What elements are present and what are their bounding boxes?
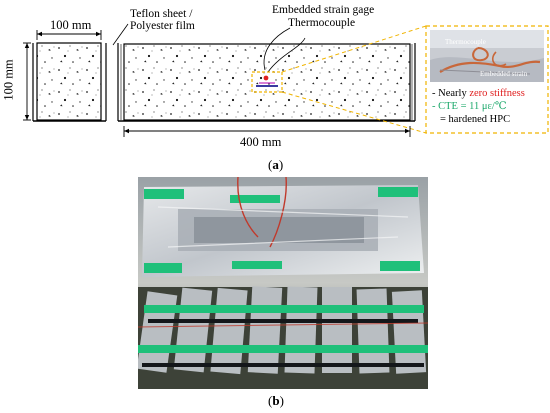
caption-a-close: ) (278, 157, 284, 172)
teflon-leader-line (112, 23, 129, 46)
caption-b-close: ) (279, 393, 284, 408)
caption-b: (b) (268, 394, 284, 408)
caption-a: (a) (268, 158, 283, 172)
panel-a-diagram (23, 23, 549, 137)
inset-photo-label-thermocouple: Thermocouple (445, 38, 486, 46)
inset-note-stiffness-prefix: - Nearly (432, 88, 470, 99)
teflon-label-line2: Polyester film (130, 20, 195, 32)
teflon-label-line1: Teflon sheet / (130, 8, 193, 20)
dim-width-small-label: 100 mm (50, 18, 92, 32)
thermocouple-label: Thermocouple (288, 17, 356, 29)
long-specimen (117, 43, 416, 122)
inset-note-hpc: = hardened HPC (440, 114, 511, 125)
inset-note-stiffness: - Nearly zero stiffness (432, 88, 525, 100)
dim-height-arrow (23, 42, 31, 121)
inset-note-stiffness-highlight: zero stiffness (469, 88, 525, 99)
inset-photo-label-strain: Embedded strain (480, 70, 528, 78)
caption-a-letter: a (272, 157, 279, 172)
cross-section-specimen (32, 42, 107, 122)
inset-connector-lines (281, 25, 427, 134)
dim-height-label: 100 mm (1, 59, 16, 101)
panel-b-photo (138, 177, 428, 389)
caption-b-open: ( (268, 393, 273, 408)
dim-width-small-arrow (36, 30, 102, 40)
inset-photo (430, 30, 544, 82)
caption-b-letter: b (272, 393, 280, 408)
caption-a-open: ( (268, 157, 273, 172)
gage-label: Embedded strain gage (272, 4, 375, 16)
specimen-rows (138, 286, 428, 389)
dim-length-arrow (123, 126, 411, 137)
strain-gage-icon (251, 71, 283, 93)
inset-note-cte: - CTE = 11 με/℃ (432, 101, 507, 112)
dim-length-label: 400 mm (240, 135, 282, 149)
gage-leader-lines (263, 27, 306, 73)
